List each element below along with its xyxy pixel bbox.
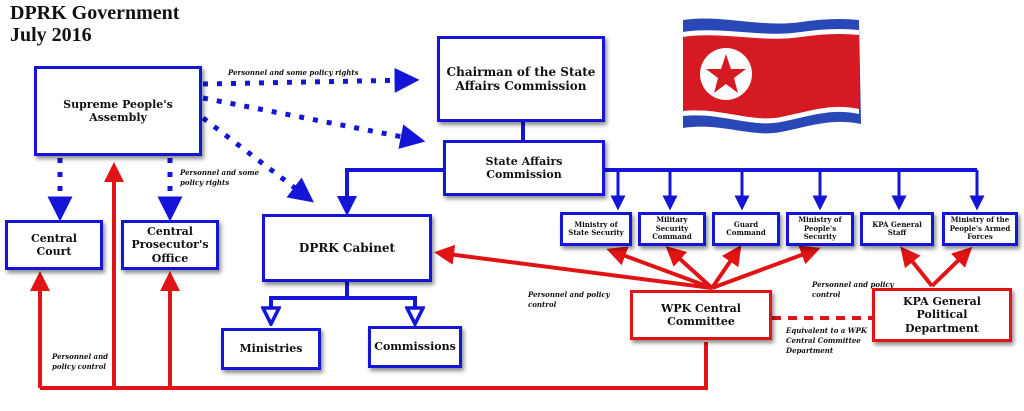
supreme-peoples-assembly-box: Supreme People's Assembly — [34, 66, 202, 156]
sac-cabinet-arrow — [337, 168, 443, 216]
min-armed-forces-box: Ministry of the People's Armed Forces — [942, 212, 1018, 246]
min-state-security-box: Ministry of State Security — [560, 212, 632, 246]
dprk-flag-icon — [683, 18, 861, 134]
wpk-to-military-security-arrow — [665, 245, 714, 290]
equivalent-note: Equivalent to a WPK Central Committee De… — [786, 326, 867, 355]
bottom-control-note: Personnel and policy control — [52, 352, 109, 371]
page-subtitle: July 2016 — [10, 24, 92, 46]
kpa-political-to-kpa-staff-arrow — [900, 246, 934, 288]
cabinet-to-commissions-arrow — [347, 296, 415, 322]
wpk-cabinet-note: Personnel and policy control — [528, 290, 610, 309]
dprk-cabinet-box: DPRK Cabinet — [262, 214, 432, 282]
kpa-general-staff-box: KPA General Staff — [860, 212, 934, 246]
commissions-box: Commissions — [368, 326, 462, 368]
state-affairs-commission-box: State Affairs Commission — [443, 140, 605, 196]
spa-to-chairman-dotted-arrow — [202, 67, 420, 93]
ministries-box: Ministries — [221, 328, 321, 370]
wpk-to-guard-command-arrow — [710, 245, 742, 290]
cabinet-to-ministries-arrow — [271, 296, 347, 322]
central-court-box: Central Court — [5, 220, 103, 270]
wpk-bottom-bus-line — [40, 342, 708, 390]
spa-chairman-note: Personnel and some policy rights — [228, 68, 359, 77]
min-peoples-security-box: Ministry of People's Security — [786, 212, 854, 246]
spa-prosecutor-note: Personnel and some policy rights — [180, 168, 259, 187]
military-security-box: Military Security Command — [638, 212, 706, 246]
guard-command-box: Guard Command — [712, 212, 780, 246]
wpk-to-min-peoples-security-arrow — [711, 245, 821, 290]
kpa-control-note: Personnel and policy control — [812, 280, 894, 299]
wpk-to-cabinet-arrow — [434, 244, 713, 290]
spa-to-sac-dotted-arrow — [202, 95, 426, 149]
central-prosecutor-box: Central Prosecutor's Office — [121, 220, 219, 270]
wpk-to-min-state-security-arrow — [606, 246, 713, 290]
page-title: DPRK Government — [10, 2, 180, 24]
kpa-general-political-box: KPA General Political Department — [872, 288, 1012, 342]
kpa-political-to-min-armed-forces-arrow — [930, 246, 973, 288]
wpk-central-committee-box: WPK Central Committee — [630, 290, 772, 340]
chairman-box: Chairman of the State Affairs Commission — [437, 36, 605, 122]
